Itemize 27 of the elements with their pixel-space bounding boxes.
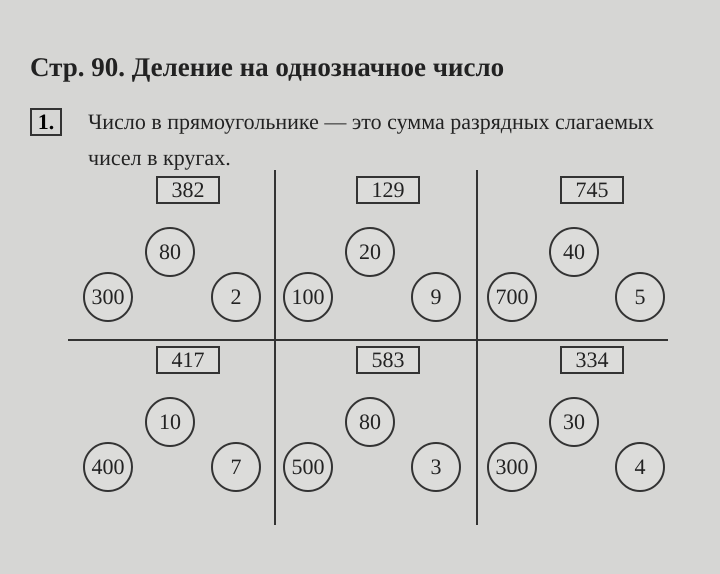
number-circle: 2 bbox=[211, 272, 261, 322]
number-box: 334 bbox=[560, 346, 624, 374]
number-circle: 10 bbox=[145, 397, 195, 447]
number-circle: 5 bbox=[615, 272, 665, 322]
number-circle: 700 bbox=[487, 272, 537, 322]
number-box: 129 bbox=[356, 176, 420, 204]
number-circle: 100 bbox=[283, 272, 333, 322]
number-circle: 20 bbox=[345, 227, 395, 277]
number-circle: 300 bbox=[83, 272, 133, 322]
number-circle: 3 bbox=[411, 442, 461, 492]
number-box: 583 bbox=[356, 346, 420, 374]
number-circle: 80 bbox=[145, 227, 195, 277]
number-box: 417 bbox=[156, 346, 220, 374]
number-circle: 9 bbox=[411, 272, 461, 322]
number-box: 745 bbox=[560, 176, 624, 204]
number-circle: 30 bbox=[549, 397, 599, 447]
exercise-number: 1. bbox=[30, 108, 62, 136]
page-title: Стр. 90. Деление на однозначное число bbox=[30, 52, 504, 83]
number-circle: 7 bbox=[211, 442, 261, 492]
number-circle: 300 bbox=[487, 442, 537, 492]
number-box: 382 bbox=[156, 176, 220, 204]
exercise-text: Число в прямоугольнике — это сумма разрядных слагаемых чисел в кругах. bbox=[88, 108, 655, 172]
number-circle: 400 bbox=[83, 442, 133, 492]
number-circle: 4 bbox=[615, 442, 665, 492]
number-circle: 80 bbox=[345, 397, 395, 447]
number-circle: 500 bbox=[283, 442, 333, 492]
number-circle: 40 bbox=[549, 227, 599, 277]
